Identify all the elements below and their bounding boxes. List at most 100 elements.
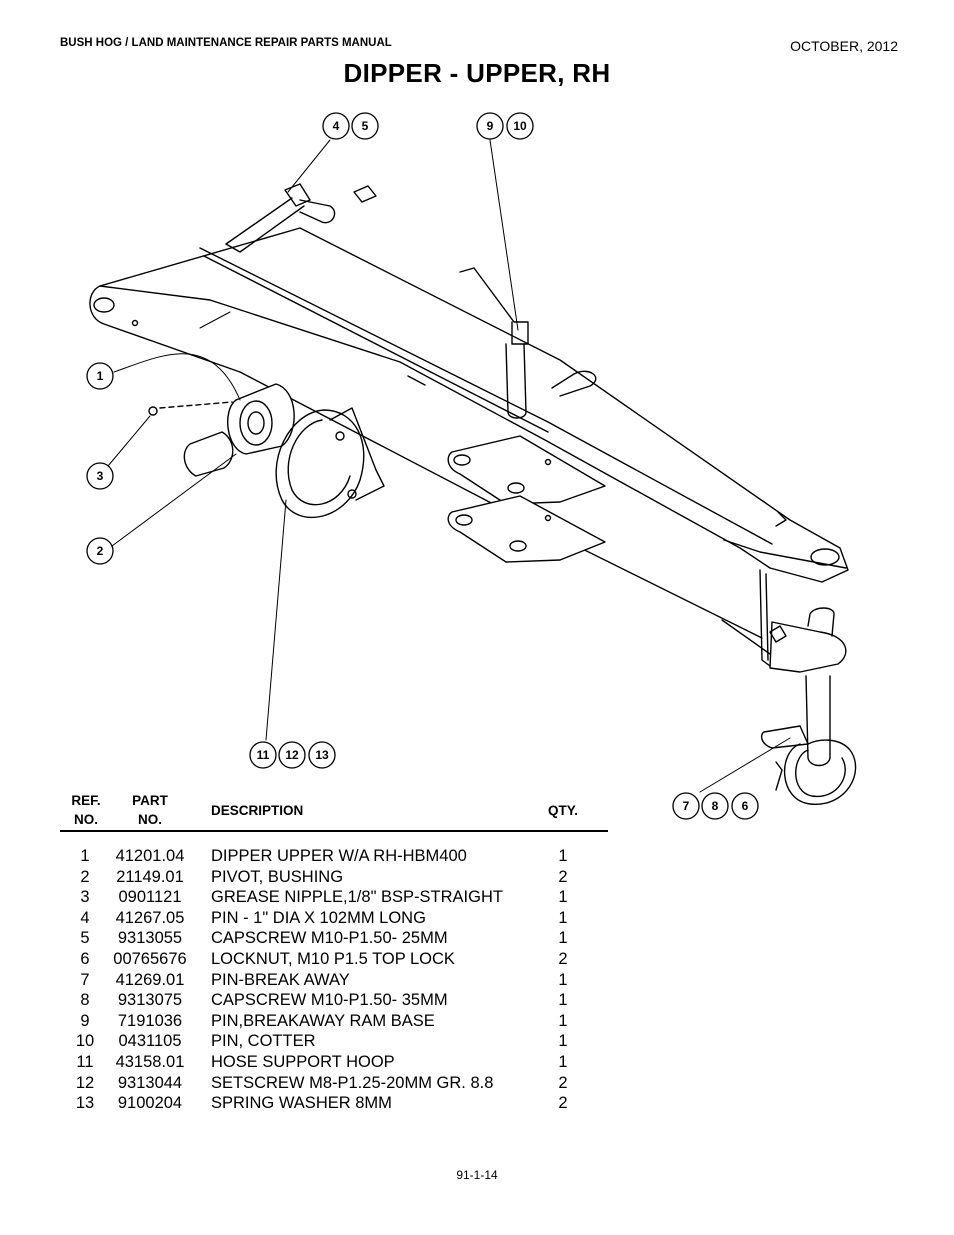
part-no: 7191036 <box>117 1011 183 1030</box>
description: PIN, COTTER <box>211 1032 316 1051</box>
description: CAPSCREW M10-P1.50- 25MM <box>211 929 448 948</box>
part-no: 41269.01 <box>115 970 185 989</box>
callout-label: 10 <box>513 119 527 133</box>
header-description: DESCRIPTION <box>211 803 304 818</box>
part-no: 43158.01 <box>115 1052 185 1071</box>
qty: 1 <box>558 991 568 1010</box>
callout-label: 3 <box>97 469 104 483</box>
callout-label: 8 <box>712 799 719 813</box>
qty: 1 <box>558 970 568 989</box>
ref-no: 8 <box>80 991 90 1010</box>
callout-3 <box>86 462 114 490</box>
callout-10 <box>506 112 534 140</box>
callout-2 <box>86 537 114 565</box>
header-part-no: PART NO. <box>132 793 168 827</box>
description: PIN,BREAKAWAY RAM BASE <box>211 1011 435 1030</box>
qty: 1 <box>558 1032 568 1051</box>
parts-diagram: 4 5 9 10 1 3 2 11 12 13 7 8 6 <box>0 100 954 830</box>
callout-label: 2 <box>97 544 104 558</box>
callout-9 <box>476 112 504 140</box>
ref-no: 6 <box>80 949 90 968</box>
qty: 1 <box>558 929 568 948</box>
qty: 1 <box>558 888 568 907</box>
table-row: 12 9313044 SETSCREW M8-P1.25-20MM GR. 8.8 2 <box>0 1073 620 1094</box>
table-row: 5 9313055 CAPSCREW M10-P1.50- 25MM 1 <box>0 928 620 949</box>
part-no: 9313055 <box>117 929 183 948</box>
mounting-plates-drawing <box>447 435 606 563</box>
description: LOCKNUT, M10 P1.5 TOP LOCK <box>211 949 455 968</box>
page-title: DIPPER - UPPER, RH <box>343 58 611 88</box>
qty: 1 <box>558 1011 568 1030</box>
table-row: 3 0901121 GREASE NIPPLE,1/8" BSP-STRAIGHT 1 <box>0 887 620 908</box>
part-no: 21149.01 <box>116 867 184 886</box>
callout-7 <box>672 792 700 820</box>
description: PIVOT, BUSHING <box>211 867 344 886</box>
part-no: 00765676 <box>113 949 187 968</box>
description: PIN-BREAK AWAY <box>211 970 350 989</box>
ref-no: 9 <box>80 1011 90 1030</box>
callout-label: 7 <box>683 799 690 813</box>
part-no: 9313075 <box>117 991 183 1010</box>
ref-no: 11 <box>76 1052 94 1071</box>
table-row: 11 43158.01 HOSE SUPPORT HOOP 1 <box>0 1052 620 1073</box>
part-no: 0431105 <box>118 1032 182 1051</box>
page-number: 91-1-14 <box>456 1168 498 1182</box>
qty: 2 <box>558 867 568 886</box>
description: GREASE NIPPLE,1/8" BSP-STRAIGHT <box>211 888 503 907</box>
leader-lines <box>107 139 791 793</box>
qty: 1 <box>558 847 568 865</box>
qty: 2 <box>558 949 568 968</box>
callout-label: 12 <box>285 748 299 762</box>
description: HOSE SUPPORT HOOP <box>211 1052 395 1071</box>
pivot-pin-drawing <box>225 183 597 419</box>
ref-no: 1 <box>80 847 90 865</box>
callout-11 <box>249 741 277 769</box>
callout-label: 5 <box>362 119 369 133</box>
ref-no: 3 <box>80 888 90 907</box>
callout-4 <box>322 112 350 140</box>
ref-no: 13 <box>75 1094 95 1113</box>
description: PIN - 1" DIA X 102MM LONG <box>211 908 426 927</box>
qty: 2 <box>558 1073 568 1092</box>
manual-date: OCTOBER, 2012 <box>790 38 898 54</box>
header-ref-no: REF. NO. <box>71 793 101 827</box>
callout-label: 6 <box>742 799 749 813</box>
breakaway-pin-drawing <box>760 607 857 805</box>
callout-label: 4 <box>333 119 340 133</box>
table-row: 10 0431105 PIN, COTTER 1 <box>0 1031 620 1052</box>
callout-label: 9 <box>487 119 494 133</box>
table-header-rule <box>60 830 608 832</box>
table-row: 7 41269.01 PIN-BREAK AWAY 1 <box>0 970 620 991</box>
qty: 1 <box>558 908 568 927</box>
callout-8 <box>701 792 729 820</box>
callout-12 <box>278 741 306 769</box>
ref-no: 12 <box>75 1073 95 1092</box>
part-no: 9313044 <box>117 1073 183 1092</box>
callout-bubbles <box>86 112 759 820</box>
callout-label: 11 <box>257 748 270 762</box>
table-row: 8 9313075 CAPSCREW M10-P1.50- 35MM 1 <box>0 990 620 1011</box>
manual-title: BUSH HOG / LAND MAINTENANCE REPAIR PARTS… <box>60 37 392 49</box>
ref-no: 10 <box>75 1032 95 1051</box>
part-no: 0901121 <box>118 888 182 907</box>
description: SETSCREW M8-P1.25-20MM GR. 8.8 <box>211 1073 494 1092</box>
small-parts-drawing <box>148 383 385 519</box>
header-qty: QTY. <box>547 803 578 818</box>
description: DIPPER UPPER W/A RH-HBM400 <box>211 847 467 865</box>
ref-no: 7 <box>80 970 90 989</box>
qty: 2 <box>558 1094 568 1113</box>
callout-6 <box>731 792 759 820</box>
qty: 1 <box>558 1052 568 1071</box>
description: CAPSCREW M10-P1.50- 35MM <box>211 991 448 1010</box>
ref-no: 5 <box>80 929 90 948</box>
table-row: 2 21149.01 PIVOT, BUSHING 2 <box>0 867 620 888</box>
callout-5 <box>351 112 379 140</box>
table-row: 9 7191036 PIN,BREAKAWAY RAM BASE 1 <box>0 1011 620 1032</box>
callout-label: 13 <box>315 748 329 762</box>
callout-label: 1 <box>97 369 104 383</box>
ref-no: 2 <box>80 867 90 886</box>
